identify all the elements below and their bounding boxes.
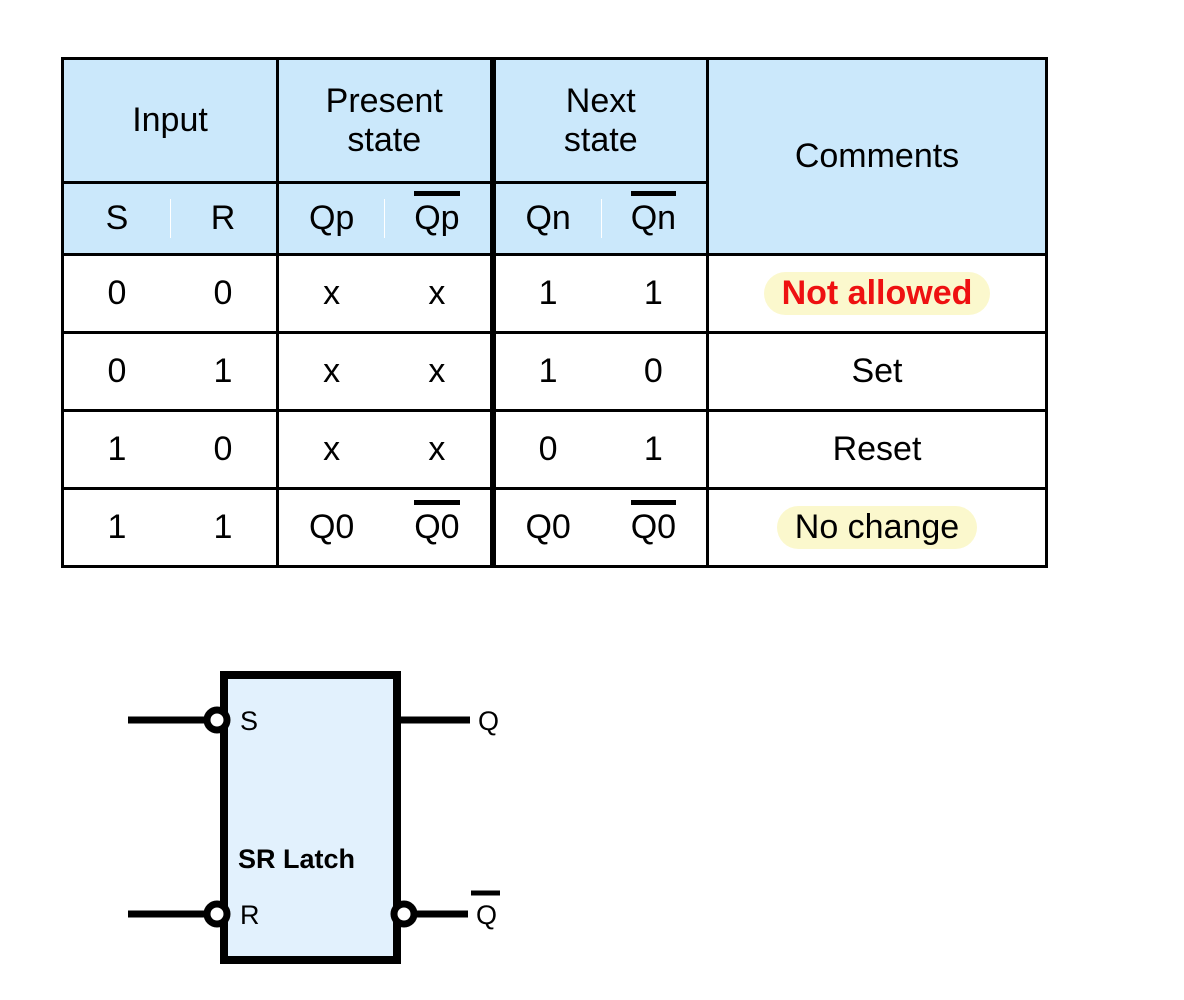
cell-present-pair: Q0 Q0 (276, 487, 494, 568)
cell-input-pair: 1 1 (61, 487, 279, 568)
cell-next-pair: 0 1 (489, 409, 709, 490)
sr-latch-truth-table: Input Present state Next state Comments … (61, 57, 1048, 568)
cell-present-pair: x x (276, 409, 494, 490)
cell-qn: 1 (538, 274, 558, 313)
header-next-state: Next state (489, 57, 709, 184)
cell-qp-bar: x (428, 274, 446, 313)
cell-input-pair: 1 0 (61, 409, 279, 490)
cell-qn-bar: 0 (643, 352, 663, 391)
cell-qp: x (323, 352, 341, 391)
sr-latch-block-diagram: S R Q Q SR Latch (100, 650, 560, 990)
cell-qn: 0 (538, 430, 558, 469)
table-group-header-row: Input Present state Next state Comments (61, 57, 1048, 256)
overline-q0: Q0 (414, 500, 460, 547)
s-input-inversion-bubble-icon (203, 706, 231, 734)
cell-qn: Q0 (525, 508, 571, 547)
cell-qp-bar: Q0 (384, 500, 489, 547)
header-input: Input (61, 57, 279, 184)
latch-svg: S R Q Q SR Latch (128, 671, 500, 964)
subheader-qp: Qp (279, 199, 384, 237)
table-sub-header-row: S R Qp Qp Qn Qn (61, 181, 1047, 256)
cell-qn: 1 (538, 352, 558, 391)
cell-r: 1 (213, 352, 233, 391)
table-row: 0 1 x x 1 0 Set (61, 331, 1048, 412)
cell-input-pair: 0 1 (61, 331, 279, 412)
comment-no-change: No change (776, 506, 978, 549)
r-input-inversion-bubble-icon (203, 900, 231, 928)
latch-body-rect (220, 671, 401, 964)
subheader-r: R (210, 199, 236, 238)
latch-input-label-s: S (240, 706, 258, 736)
cell-next-pair: 1 0 (489, 331, 709, 412)
cell-next-pair: 1 1 (489, 253, 709, 334)
cell-next-pair: Q0 Q0 (489, 487, 709, 568)
cell-qn-bar: 1 (643, 430, 663, 469)
header-present-state-line1: Present (325, 82, 443, 121)
cell-present-pair: x x (276, 331, 494, 412)
subheader-input-pair: S R (61, 181, 279, 256)
cell-qp: Q0 (308, 508, 355, 547)
overline-qn: Qn (630, 191, 677, 238)
cell-s: 0 (107, 274, 127, 313)
cell-qp-bar: x (428, 352, 446, 391)
cell-present-pair: x x (276, 253, 494, 334)
cell-comment: No change (706, 487, 1048, 568)
latch-output-label-q: Q (478, 706, 499, 736)
table-row: 0 0 x x 1 1 Not allowed (61, 253, 1048, 334)
cell-r: 1 (213, 508, 233, 547)
subheader-qp-bar: Qp (384, 191, 489, 238)
cell-input-pair: 0 0 (61, 253, 279, 334)
cell-s: 1 (107, 508, 127, 547)
header-next-state-line2: state (563, 120, 638, 159)
header-present-state: Present state (276, 57, 494, 184)
cell-r: 0 (213, 274, 233, 313)
header-comments: Comments (706, 57, 1048, 256)
cell-qp-bar: x (428, 430, 446, 469)
cell-r: 0 (213, 430, 233, 469)
subheader-next-pair: Qn Qn (489, 181, 709, 256)
subheader-qn: Qn (496, 199, 601, 237)
cell-qn-bar: 1 (643, 274, 663, 313)
latch-output-label-qbar: Q (476, 900, 497, 930)
overline-qp: Qp (414, 191, 460, 238)
cell-s: 1 (107, 430, 127, 469)
header-present-state-line2: state (347, 120, 422, 159)
latch-block-label: SR Latch (238, 844, 355, 874)
table-row: 1 1 Q0 Q0 Q0 Q0 No change (61, 487, 1048, 568)
table-row: 1 0 x x 0 1 Reset (61, 409, 1048, 490)
comment-not-allowed: Not allowed (763, 272, 991, 315)
cell-comment: Reset (706, 409, 1048, 490)
cell-qp: x (323, 430, 341, 469)
latch-input-label-r: R (240, 900, 260, 930)
overline-q0: Q0 (630, 500, 677, 547)
cell-qn-bar: Q0 (601, 500, 706, 547)
header-next-state-line1: Next (565, 82, 636, 121)
subheader-present-pair: Qp Qp (276, 181, 494, 256)
cell-comment: Not allowed (706, 253, 1048, 334)
cell-comment: Set (706, 331, 1048, 412)
subheader-qn-bar: Qn (601, 191, 706, 238)
cell-s: 0 (107, 352, 127, 391)
qbar-output-inversion-bubble-icon (390, 900, 418, 928)
cell-qp: x (323, 274, 341, 313)
subheader-s: S (64, 199, 170, 237)
